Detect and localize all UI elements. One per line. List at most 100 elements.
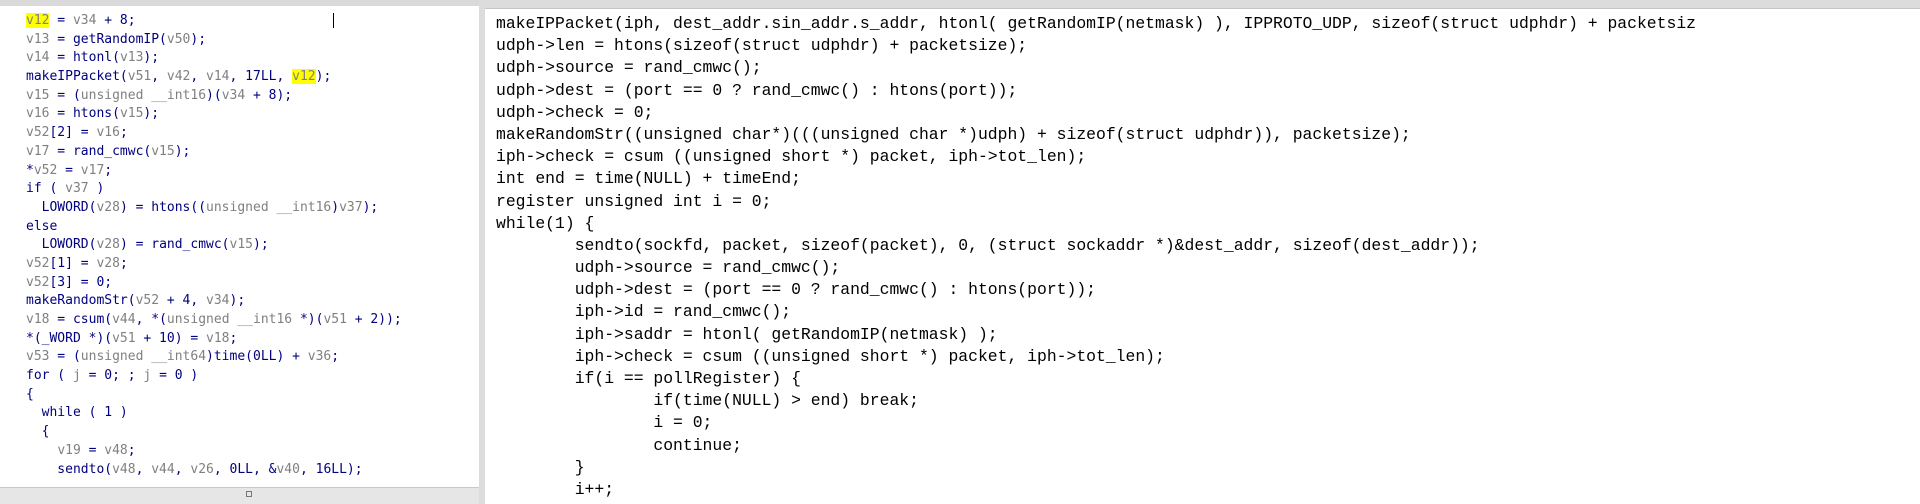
code-token: ); (253, 237, 269, 253)
source-code[interactable]: makeIPPacket(iph, dest_addr.sin_addr.s_a… (496, 13, 1696, 504)
code-token: = getRandomIP( (49, 31, 167, 47)
source-line: i++; (496, 479, 615, 499)
code-line: v15 = (unsigned __int16)(v34 + 8); (26, 87, 402, 106)
source-line: udph->len = htons(sizeof(struct udphdr) … (496, 36, 1028, 56)
code-token: if ( (26, 181, 66, 197)
code-token: v28 (96, 255, 120, 271)
code-token: )( (206, 87, 222, 103)
code-line: v17 = rand_cmwc(v15); (26, 143, 402, 162)
code-token: ) = rand_cmwc( (119, 237, 230, 253)
highlighted-token: v12 (292, 69, 316, 85)
code-token: [1] = (49, 255, 97, 271)
source-pane-top-edge (485, 0, 1920, 9)
code-token: , 16LL); (299, 461, 363, 477)
code-token: ); (190, 31, 207, 47)
code-token: { (26, 424, 50, 440)
code-token: makeIPPacket( (26, 69, 128, 85)
code-token: for ( (26, 368, 73, 384)
horizontal-scrollbar[interactable] (0, 487, 479, 504)
code-token: v37 (339, 199, 363, 215)
code-token: = 0 ) (151, 368, 199, 384)
code-token: *(_WORD *)( (26, 330, 113, 346)
code-token: makeRandomStr( (26, 293, 136, 309)
code-token: v18 (206, 330, 230, 346)
code-token: v15 (229, 237, 253, 253)
code-token: * (26, 162, 34, 178)
source-line: sendto(sockfd, packet, sizeof(packet), 0… (496, 235, 1480, 255)
code-token: ; (119, 125, 128, 141)
decompiler-pane[interactable]: v12 = v34 + 8;v13 = getRandomIP(v50);v14… (0, 0, 480, 504)
text-caret (333, 13, 334, 28)
code-token: = (80, 442, 105, 458)
code-line: v16 = htons(v15); (26, 105, 402, 124)
code-token: ) (331, 199, 340, 215)
code-token: v18 (26, 312, 50, 327)
source-line: makeRandomStr((unsigned char*)(((unsigne… (496, 124, 1411, 144)
code-token: ; (229, 330, 238, 346)
code-token: = (57, 162, 81, 178)
code-line: v13 = getRandomIP(v50); (26, 31, 402, 50)
source-code-pane[interactable]: makeIPPacket(iph, dest_addr.sin_addr.s_a… (485, 0, 1920, 504)
code-token: j (72, 368, 81, 384)
code-token: v52 (26, 125, 50, 141)
source-line: while(1) { (496, 213, 595, 233)
code-token: , *( (135, 312, 167, 327)
code-token: = ( (49, 349, 81, 365)
code-token: v52 (26, 274, 50, 290)
code-token: v16 (96, 125, 120, 141)
code-token: v37 (65, 181, 89, 197)
code-token: ; (104, 162, 113, 178)
code-token: , (174, 461, 191, 477)
decompiled-code[interactable]: v12 = v34 + 8;v13 = getRandomIP(v50);v14… (26, 12, 402, 479)
code-line: v53 = (unsigned __int64)time(0LL) + v36; (26, 348, 402, 367)
code-line: makeIPPacket(v51, v42, v14, 17LL, v12); (26, 68, 402, 87)
code-token: v44 (151, 461, 175, 477)
source-line: iph->id = rand_cmwc(); (496, 302, 792, 322)
code-token: v40 (276, 461, 300, 477)
resize-grip-icon[interactable] (246, 491, 252, 497)
code-line: while ( 1 ) (26, 404, 402, 423)
code-line: if ( v37 ) (26, 180, 402, 199)
code-token: ) (88, 181, 105, 197)
code-token: v36 (307, 349, 332, 365)
source-line: iph->saddr = htonl( getRandomIP(netmask)… (496, 324, 998, 344)
code-token: v53 (26, 349, 50, 365)
code-token: ) = htons(( (119, 199, 207, 215)
pane-splitter[interactable] (479, 0, 485, 504)
code-token: [2] = (49, 125, 97, 141)
code-token: unsigned __int16 (80, 87, 207, 103)
code-token: + 8; (96, 13, 136, 28)
code-token: + 8); (245, 87, 293, 103)
code-token: = ( (49, 87, 81, 103)
code-line: *v52 = v17; (26, 162, 402, 181)
code-token: , (151, 69, 167, 85)
code-line: { (26, 386, 402, 405)
code-token: v15 (119, 106, 144, 122)
source-line: continue; (496, 435, 742, 455)
code-token: ); (362, 199, 379, 215)
source-line: int end = time(NULL) + timeEnd; (496, 169, 801, 189)
code-token: ); (229, 293, 246, 309)
code-token: unsigned __int16 (206, 199, 332, 215)
code-token: v14 (206, 69, 230, 85)
code-token: unsigned __int64 (80, 349, 207, 365)
code-token: [3] = 0; (49, 274, 113, 290)
code-line: LOWORD(v28) = htons((unsigned __int16)v3… (26, 199, 402, 218)
decompiler-pane-top-edge (0, 0, 479, 6)
code-token: + 4, (159, 293, 207, 309)
code-token: v51 (127, 69, 152, 85)
code-token: v28 (96, 199, 120, 215)
code-token: *)( (292, 312, 324, 327)
source-line: udph->source = rand_cmwc(); (496, 58, 762, 78)
source-line: udph->source = rand_cmwc(); (496, 258, 841, 278)
code-token: = 0; ; (80, 368, 144, 384)
code-token: else (26, 218, 58, 234)
code-token: v52 (26, 255, 50, 271)
code-token: )time(0LL) + (206, 349, 308, 365)
code-token: v17 (80, 162, 105, 178)
source-line: } (496, 501, 1696, 504)
highlighted-token: v12 (26, 13, 50, 28)
code-line: sendto(v48, v44, v26, 0LL, &v40, 16LL); (26, 461, 402, 480)
code-line: v14 = htonl(v13); (26, 49, 402, 68)
code-token: + 2)); (346, 312, 402, 327)
